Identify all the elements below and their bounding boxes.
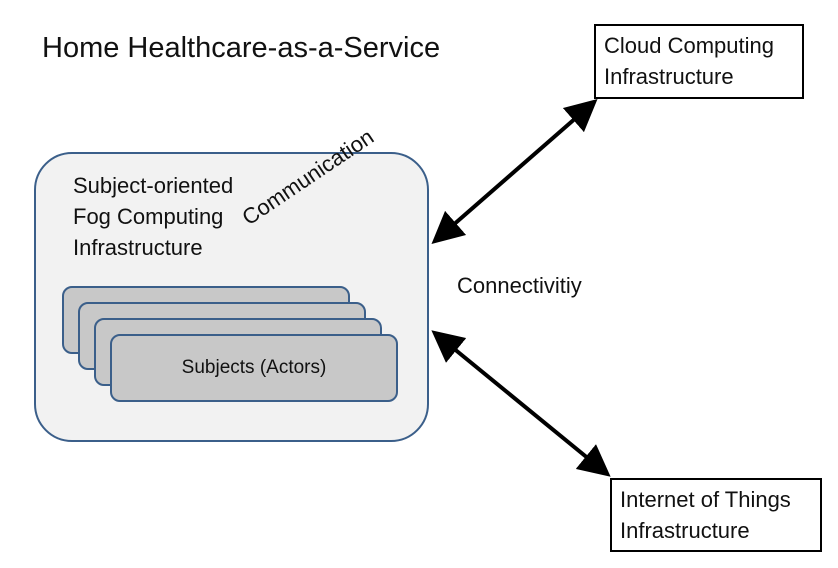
cloud-computing-box: Cloud Computing Infrastructure xyxy=(594,24,804,99)
iot-box: Internet of Things Infrastructure xyxy=(610,478,822,552)
diagram-title: Home Healthcare-as-a-Service xyxy=(42,32,441,64)
iot-box-line-2: Infrastructure xyxy=(620,518,750,543)
fog-label-line-1: Subject-oriented xyxy=(73,173,234,198)
fog-label-line-2: Fog Computing xyxy=(73,204,224,229)
fog-iot-arrow xyxy=(431,330,611,477)
subjects-card: Subjects (Actors) xyxy=(110,334,398,402)
fog-label-line-3: Infrastructure xyxy=(73,235,203,260)
connectivity-label: Connectivitiy xyxy=(457,273,582,298)
cloud-box-line-2: Infrastructure xyxy=(604,64,734,89)
fog-computing-label: Subject-oriented Fog Computing Infrastru… xyxy=(73,170,233,263)
cloud-fog-arrow xyxy=(431,99,598,244)
cloud-box-line-1: Cloud Computing xyxy=(604,33,774,58)
subjects-label: Subjects (Actors) xyxy=(181,357,327,378)
iot-box-line-1: Internet of Things xyxy=(620,487,791,512)
